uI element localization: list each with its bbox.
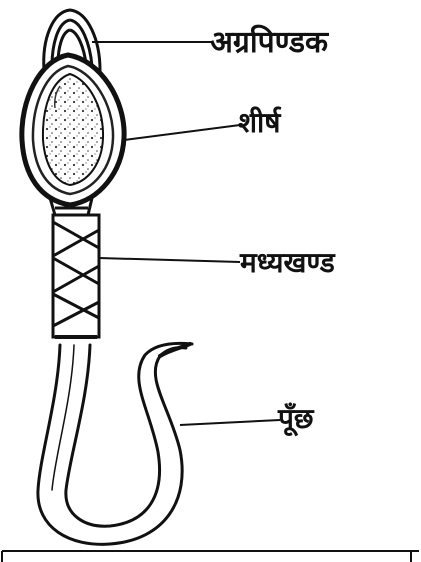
leader-head [124,125,240,140]
label-head: शीर्ष [238,106,282,139]
leader-tail [180,420,280,425]
leader-middle-piece [99,258,240,262]
bottom-frame [2,551,419,562]
sperm-head [22,55,124,205]
leader-lines [92,42,280,425]
label-middle-piece: मध्यखण्ड [239,246,336,279]
label-tail: पूँछ [277,402,315,437]
middle-piece [53,215,99,337]
label-acrosome: अग्रपिण्डक [210,24,329,60]
sperm-tail [38,343,192,544]
